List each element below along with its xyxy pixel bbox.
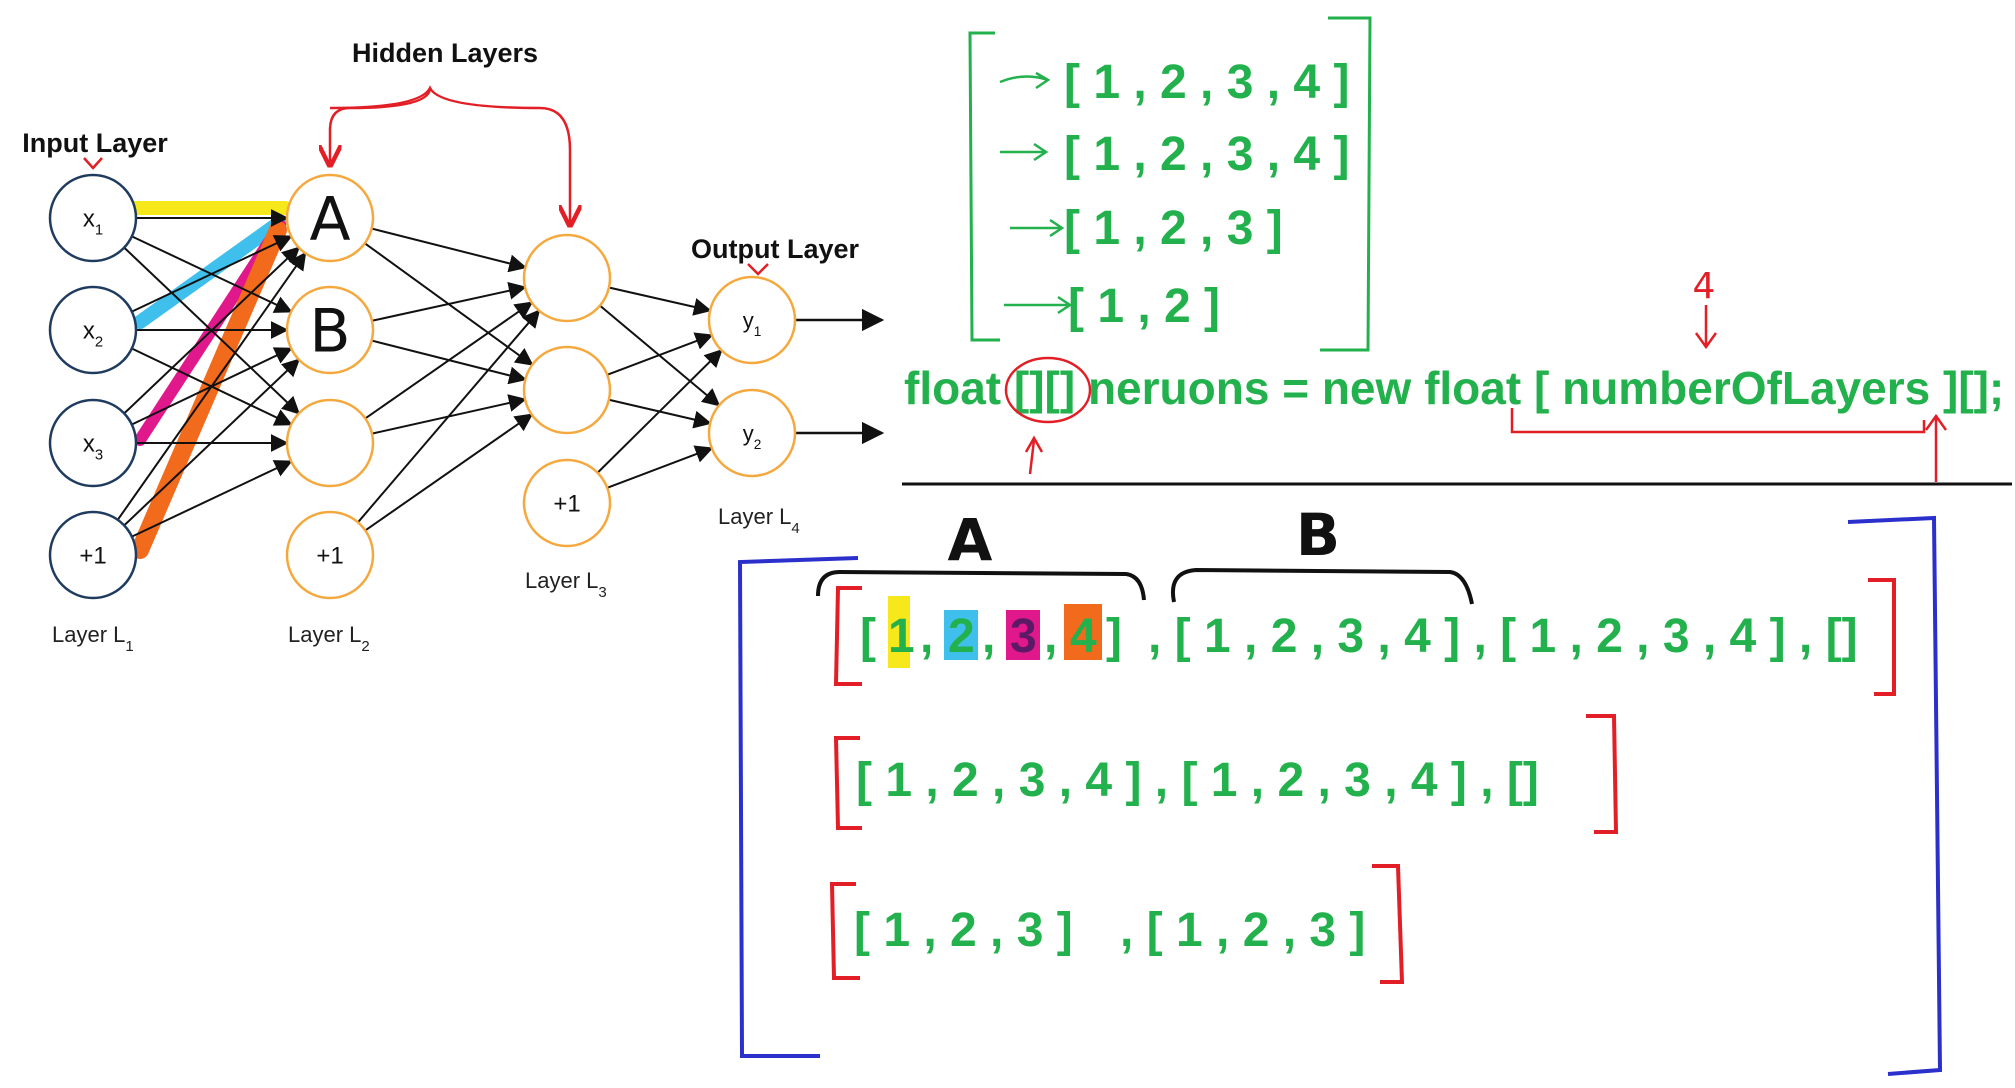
svg-text:Layer L1: Layer L1 <box>52 622 134 655</box>
svg-text:B: B <box>309 297 350 367</box>
row2: [ 1 , 2 , 3 , 4 ] , [ 1 , 2 , 3 , 4 ] , … <box>856 754 1539 807</box>
edge-l2-3-l3-0 <box>357 309 541 523</box>
brackets-circle <box>1004 356 1092 424</box>
svg-text:]: ] <box>1106 610 1122 663</box>
svg-text:,: , <box>920 610 933 663</box>
svg-text:+1: +1 <box>79 543 106 570</box>
layer-label-1: Layer L1 <box>52 622 134 655</box>
input-node-3: x3 <box>48 398 138 488</box>
output-layer-tick <box>747 263 769 276</box>
row1-left-bracket <box>833 586 862 686</box>
row2-left-bracket <box>833 736 862 830</box>
input-node-4: +1 <box>48 510 138 600</box>
network-nodes: x1 x2 x3 +1 AB +1 +1 y1 y2 <box>48 173 797 600</box>
outer-left-bracket <box>737 556 859 1058</box>
hidden1-node-4: +1 <box>285 510 375 600</box>
input-layer-title: Input Layer <box>22 128 168 158</box>
row3-left-bracket <box>829 882 860 980</box>
edge-l3-2-l4-1 <box>606 445 714 489</box>
brackets-arrow <box>1024 435 1044 475</box>
row3-right-bracket <box>1372 864 1405 984</box>
layer-label-3: Layer L3 <box>525 568 607 601</box>
annotation-four: 4 <box>1693 266 1716 307</box>
edge-l3-0-l4-0 <box>608 286 712 316</box>
row2-right-bracket <box>1586 714 1619 834</box>
edge-l1-3-l2-1 <box>123 358 301 527</box>
edge-l2-0-l3-0 <box>371 227 528 273</box>
top-matrix: [ 1 , 2 , 3 , 4 ] [ 1 , 2 , 3 , 4 ] [ 1 … <box>968 16 1372 352</box>
svg-text:1: 1 <box>888 610 915 663</box>
hidden2-node-2 <box>522 345 612 435</box>
output-node-1: y1 <box>707 275 797 365</box>
svg-text:Layer L2: Layer L2 <box>288 622 370 655</box>
highlight-cyan <box>133 215 287 329</box>
label-b: B <box>1296 501 1340 569</box>
edge-l1-3-l2-0 <box>116 251 307 521</box>
edge-l1-2-l2-0 <box>123 246 301 415</box>
output-layer-title: Output Layer <box>691 234 860 264</box>
layer-label-4: Layer L4 <box>718 504 800 537</box>
code-line: float [][] neruons = new float [ numberO… <box>904 362 2004 414</box>
row3-b: , [ 1 , 2 , 3 ] <box>1120 904 1365 957</box>
top-matrix-row-2: [ 1 , 2 , 3 , 4 ] <box>1064 128 1349 181</box>
brace-a <box>816 569 1146 601</box>
svg-text:+1: +1 <box>553 491 580 518</box>
svg-text:Layer L3: Layer L3 <box>525 568 607 601</box>
svg-text:,: , <box>982 610 995 663</box>
input-node-1: x1 <box>48 173 138 263</box>
top-matrix-right-bracket <box>1320 16 1372 352</box>
arg-underline <box>1510 408 1926 434</box>
network-edges <box>116 209 885 538</box>
edge-l2-1-l3-0 <box>371 281 527 322</box>
edge-l2-2-l3-0 <box>364 301 534 420</box>
hidden2-node-1 <box>522 233 612 323</box>
outer-right-bracket <box>1847 515 1943 1076</box>
output-node-2: y2 <box>707 388 797 478</box>
row1-right-bracket <box>1868 578 1896 696</box>
svg-text:+1: +1 <box>316 543 343 570</box>
row3-a: [ 1 , 2 , 3 ] <box>854 904 1073 957</box>
annotation-four-arrow <box>1694 305 1718 350</box>
hidden2-node-3: +1 <box>522 458 612 548</box>
edge-l3-1-l4-0 <box>606 332 714 376</box>
svg-text:2: 2 <box>948 610 975 663</box>
brace-b <box>1171 567 1474 605</box>
value-highlight-orange <box>1064 604 1102 660</box>
hidden-layers-title: Hidden Layers <box>352 38 538 68</box>
value-highlight-cyan <box>944 610 978 660</box>
top-matrix-left-bracket <box>968 31 1000 342</box>
edge-l1-1-l2-0 <box>131 235 293 313</box>
svg-text:3: 3 <box>1010 610 1037 663</box>
label-a: A <box>948 506 993 574</box>
edge-l2-3-l3-1 <box>364 413 534 532</box>
layer-label-2: Layer L2 <box>288 622 370 655</box>
hidden-layers-brace <box>329 85 570 225</box>
input-node-2: x2 <box>48 285 138 375</box>
svg-text:A: A <box>309 185 350 255</box>
row1-rest: , [ 1 , 2 , 3 , 4 ] , [ 1 , 2 , 3 , 4 ] … <box>1148 610 1858 663</box>
svg-text:Layer L4: Layer L4 <box>718 504 800 537</box>
edge-l3-2-l4-0 <box>596 348 723 474</box>
hidden1-node-3 <box>285 398 375 488</box>
input-layer-tick <box>83 157 103 170</box>
edge-l1-3-l2-2 <box>131 460 293 538</box>
svg-text:,: , <box>1044 610 1057 663</box>
top-matrix-row-4: [ 1 , 2 ] <box>1068 280 1220 333</box>
suffix-arrow <box>1924 413 1948 482</box>
code-declaration: float [][] neruons = new float [ numberO… <box>904 356 2004 482</box>
svg-text:4: 4 <box>1070 610 1097 663</box>
top-matrix-row-3: [ 1 , 2 , 3 ] <box>1064 202 1283 255</box>
row1-first-array: [ 1 , 2 , 3 , 4 ] <box>860 610 1122 663</box>
hidden1-node-2: B <box>285 285 375 375</box>
hidden1-node-1: A <box>285 173 375 263</box>
svg-text:[: [ <box>860 610 876 663</box>
value-highlight-magenta <box>1006 610 1040 660</box>
hidden-layers-brace-left <box>330 87 432 165</box>
top-matrix-row-1: [ 1 , 2 , 3 , 4 ] <box>1064 56 1349 109</box>
value-highlight-yellow <box>888 596 910 668</box>
